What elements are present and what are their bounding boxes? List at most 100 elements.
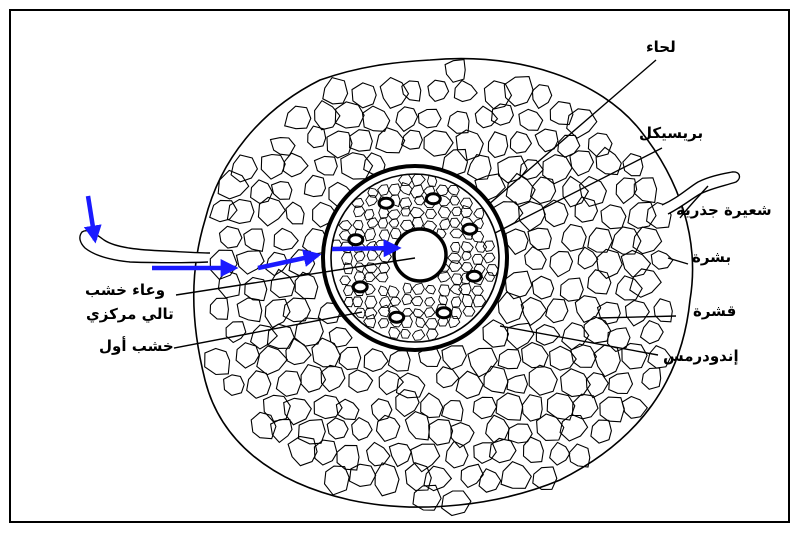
cortex-cell — [623, 154, 643, 176]
cortex-cell — [375, 463, 399, 496]
cortex-cell — [522, 395, 542, 421]
cortex-cell — [304, 175, 325, 196]
cortex-cell — [507, 375, 527, 394]
cortex-cell — [504, 77, 533, 107]
cortex-cell — [633, 227, 662, 254]
label-endodermis: إندودرمس — [663, 347, 739, 365]
cortex-cell — [505, 271, 532, 299]
cortex-cell — [411, 444, 440, 472]
cortex-cell — [352, 418, 372, 441]
cortex-cell — [237, 298, 262, 322]
cortex-cell — [498, 292, 523, 323]
cortex-cell — [642, 368, 661, 389]
cortex-cell — [285, 106, 311, 129]
leader-endodermis — [500, 326, 658, 355]
cortex-cell — [501, 462, 531, 489]
cortex-cell — [496, 393, 523, 420]
cortex-cell — [521, 297, 546, 325]
cortex-cell — [506, 229, 528, 254]
cortex-cell — [594, 345, 621, 377]
cortex-cell — [247, 371, 271, 399]
cortex-cell — [474, 443, 497, 464]
protoxylem-vessel — [390, 312, 404, 322]
cortex-cell — [442, 491, 471, 516]
arrow-2 — [258, 255, 318, 268]
cortex-cell — [575, 197, 597, 222]
cortex-cell — [314, 440, 337, 465]
label-central-metaxylem-2: تالي مركزي — [86, 305, 174, 323]
cortex-cell — [498, 349, 521, 368]
cortex-cell — [336, 399, 359, 419]
cortex-cell — [529, 365, 557, 395]
cortex-cell — [611, 227, 641, 254]
cortex-cell — [550, 102, 573, 125]
leader-phloem — [488, 60, 656, 205]
cortex-cell — [442, 346, 466, 370]
cortex-cell — [473, 397, 496, 418]
cortex-cell — [550, 442, 570, 465]
cortex-cell — [325, 466, 350, 495]
cortex-cell — [210, 298, 228, 319]
cortex-cell — [580, 177, 607, 207]
leader-pericycle — [495, 148, 662, 233]
cortex-cell — [350, 130, 373, 152]
cortex-cell — [525, 247, 547, 270]
cortex-cell — [451, 423, 474, 448]
cortex-cell — [428, 80, 449, 101]
cortex-cell — [264, 395, 291, 421]
cortex-cell — [446, 441, 468, 468]
cortex-cell — [528, 228, 551, 250]
cortex-cell — [484, 366, 508, 393]
protoxylem-vessel — [467, 271, 481, 281]
cortex-cell — [257, 346, 288, 375]
cortex-cell — [600, 397, 624, 422]
label-epidermis: بشرة — [692, 248, 731, 266]
cortex-cell — [616, 178, 637, 204]
cortex-cell — [562, 225, 587, 252]
protoxylem-vessel — [437, 308, 451, 318]
cortex-cell — [224, 375, 245, 396]
protoxylem-vessel — [463, 224, 477, 234]
cortex-cell — [283, 153, 308, 177]
leader-cortex — [598, 316, 676, 318]
cortex-cell — [396, 390, 419, 417]
cortex-cell — [339, 347, 361, 369]
cortex-cell — [588, 270, 611, 294]
cortex-cell — [519, 202, 546, 231]
cortex-cell — [519, 109, 543, 130]
cortex-cell — [442, 401, 463, 422]
cortex-cell — [276, 371, 301, 396]
cortex-cell — [210, 250, 237, 279]
cortex-cell — [405, 412, 429, 440]
cortex-cell — [550, 251, 573, 276]
cortex-cell — [483, 320, 509, 347]
cortex-cell — [591, 420, 612, 443]
cortex-cell — [226, 322, 246, 343]
cortex-cell — [454, 81, 477, 102]
central-metaxylem-vessel — [394, 229, 446, 281]
cortex-cell — [510, 132, 531, 154]
cortex-cell — [286, 338, 311, 364]
cortex-cell — [569, 444, 590, 467]
cortex-cell — [561, 369, 591, 397]
cortex-cell — [329, 328, 352, 348]
cortex-cell — [389, 443, 411, 466]
cortex-cell — [522, 343, 549, 368]
arrow-3 — [332, 248, 398, 249]
label-phloem: لحاء — [646, 38, 676, 56]
cortex-cell — [424, 131, 453, 157]
label-root-hair: شعيرة جذرية — [676, 201, 772, 219]
cortex-cell — [227, 199, 254, 223]
protoxylem-vessel — [379, 198, 393, 208]
cortex-cell — [231, 155, 257, 182]
cortex-cell — [323, 78, 348, 104]
cortex-cell — [641, 321, 664, 344]
cortex-cell — [312, 338, 340, 367]
cortex-cell — [421, 393, 443, 418]
cortex-cell — [445, 60, 465, 83]
cortex-cell — [272, 182, 292, 200]
cortex-cell — [524, 437, 544, 462]
protoxylem-vessel — [353, 282, 367, 292]
cortex-cell — [349, 370, 373, 393]
